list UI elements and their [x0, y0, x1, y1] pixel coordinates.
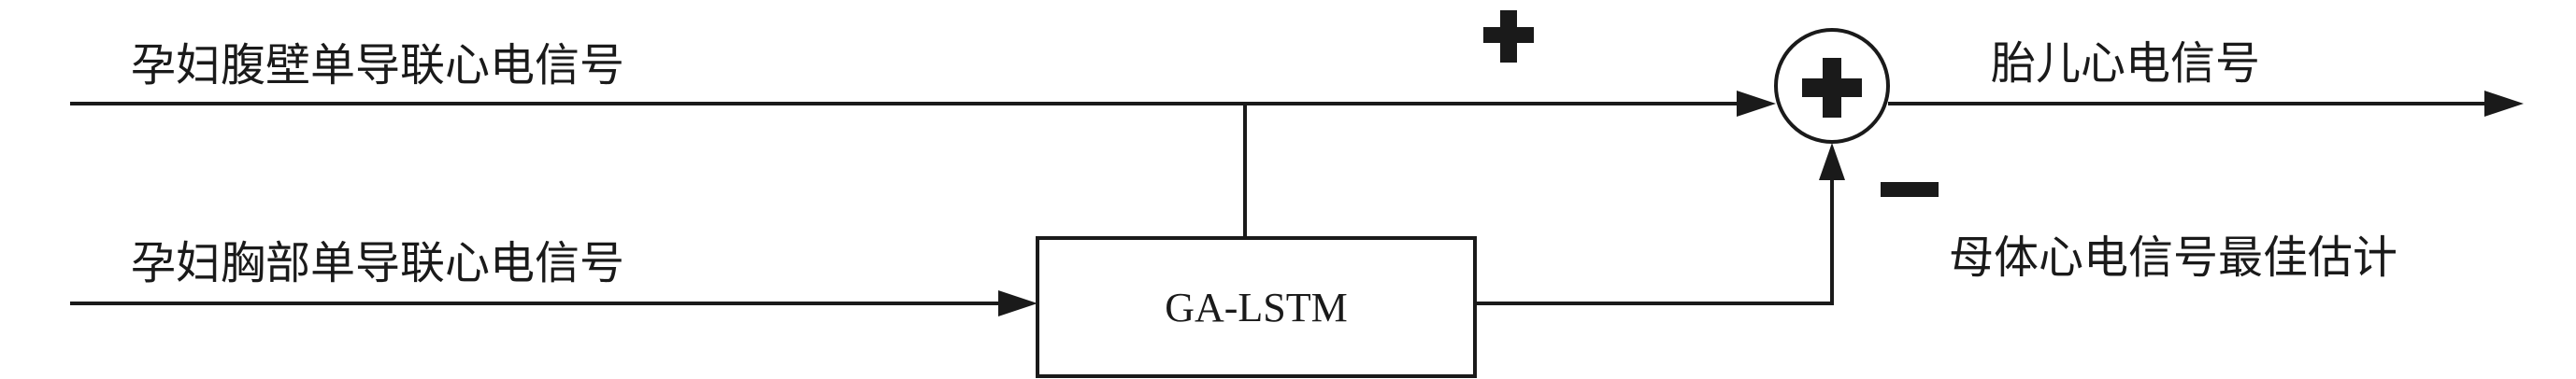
maternal-estimate-label: 母体心电信号最佳估计 [1949, 232, 2397, 284]
ga-lstm-block [1036, 236, 1477, 378]
block-input-arrow [998, 290, 1038, 316]
thoracic-input-label: 孕妇胸部单导联心电信号 [131, 237, 624, 289]
fetal-output-label: 胎儿心电信号 [1991, 37, 2260, 90]
output-arrow [2484, 91, 2524, 117]
summing-plus-icon [1802, 58, 1862, 118]
block-output-line [1475, 177, 1834, 305]
ga-lstm-block-label: GA-LSTM [1165, 285, 1348, 330]
plus-sign-icon [1483, 10, 1534, 63]
minus-sign-icon [1881, 182, 1939, 197]
abdominal-input-label: 孕妇腹壁单导联心电信号 [131, 39, 624, 91]
summing-input-arrow [1737, 91, 1776, 117]
summing-bottom-arrow [1819, 143, 1845, 180]
